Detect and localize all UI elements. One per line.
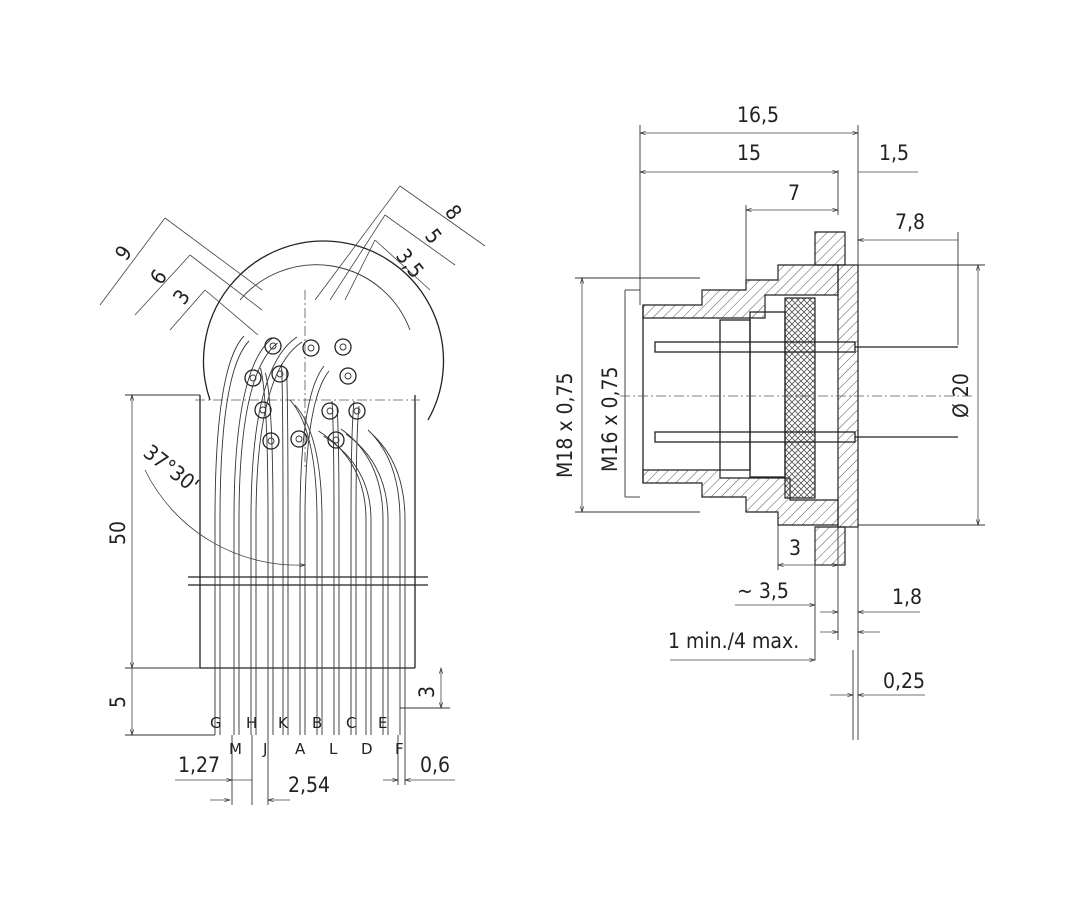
- dim-3-5-label: 3,5: [391, 244, 428, 282]
- housing-inner-arc: [239, 264, 411, 331]
- pin-letter-bottom: F: [395, 740, 404, 758]
- pin-lead: [250, 336, 303, 735]
- pin-letter-top: K: [278, 714, 289, 732]
- side-view: 16,5 15 1,5 7 7,8 M18 x 0,75: [553, 103, 985, 740]
- housing-outline: [202, 240, 445, 421]
- pin-letter-bottom: D: [361, 740, 373, 758]
- dim-0-6-label: 0,6: [420, 753, 450, 777]
- contact-hole: [254, 401, 272, 419]
- front-view: 9 6 3 8 5 3,5 37°30' 50 5 3 1,27 2,54 0,…: [99, 185, 486, 805]
- dim-1-5-label: 1,5: [879, 141, 909, 165]
- contact-hole: [348, 402, 366, 420]
- dim-3-label: 3: [168, 285, 195, 309]
- pin-letter-bottom: M: [229, 740, 242, 758]
- dim-3-side-label: 3: [789, 536, 801, 560]
- pin-lead: [281, 363, 289, 735]
- panel-top: [814, 231, 846, 266]
- pin-letter-bottom: L: [329, 740, 338, 758]
- dim-16-5-label: 16,5: [737, 103, 779, 127]
- contact-hole: [334, 338, 352, 356]
- contact-holes: [244, 337, 366, 450]
- contact-hole: [302, 339, 320, 357]
- dim-approx-3-5-label: ~ 3,5: [737, 579, 789, 603]
- pin-leads: [214, 335, 406, 735]
- pin-lead: [318, 430, 372, 735]
- pin-letter-top: C: [346, 714, 356, 732]
- inner-block-2: [749, 311, 786, 478]
- contact-hole: [271, 365, 289, 383]
- pin-letter-bottom: J: [262, 740, 267, 758]
- contact-hole: [264, 337, 282, 355]
- dim-5-label: 5: [420, 224, 446, 248]
- dim-2-54-label: 2,54: [288, 773, 330, 797]
- dim-50-label: 50: [106, 521, 130, 545]
- contact-hole: [262, 432, 280, 450]
- pin-lead: [260, 367, 274, 735]
- contact-hole: [327, 431, 345, 449]
- angle-arc: [144, 469, 305, 565]
- dim-5-bottom-label: 5: [106, 696, 130, 708]
- pin-lead: [289, 399, 323, 735]
- dim-15-label: 15: [737, 141, 761, 165]
- dim-1-27-label: 1,27: [178, 753, 220, 777]
- pin-lead: [299, 365, 330, 735]
- dim-7-8-label: 7,8: [895, 210, 925, 234]
- pin-lead: [214, 335, 250, 735]
- dim-1-8-label: 1,8: [892, 585, 922, 609]
- panel-bottom: [814, 526, 846, 566]
- pin-letter-top: B: [312, 714, 322, 732]
- pin-lead: [367, 429, 406, 735]
- dim-0-25-label: 0,25: [883, 669, 925, 693]
- pin-upper: [654, 341, 856, 353]
- contact-hole: [244, 369, 262, 387]
- pin-lead: [350, 400, 360, 735]
- angle-label: 37°30': [139, 440, 203, 498]
- pin-letter-bottom: A: [295, 740, 306, 758]
- dim-6-label: 6: [145, 265, 172, 289]
- dim-8-label: 8: [440, 200, 466, 224]
- contact-hole: [339, 367, 357, 385]
- diameter-20-label: Ø 20: [949, 373, 973, 418]
- pin-lead: [340, 428, 389, 735]
- outer-sleeve-top: [642, 264, 839, 319]
- pin-letter-top: G: [210, 714, 222, 732]
- angled-dims-left: [99, 217, 263, 336]
- contact-insert: [784, 297, 816, 499]
- pin-letter-top: H: [246, 714, 257, 732]
- angled-dims-right: [314, 185, 486, 301]
- dim-1min-4max-label: 1 min./4 max.: [668, 629, 799, 653]
- thread-m16-label: M16 x 0,75: [598, 366, 622, 472]
- pin-lead: [331, 400, 340, 735]
- thread-m18-label: M18 x 0,75: [553, 372, 577, 478]
- dim-3-right-label: 3: [415, 686, 439, 698]
- pin-lower: [654, 431, 856, 443]
- contact-hole: [321, 402, 339, 420]
- pin-letter-top: E: [378, 714, 387, 732]
- dim-7-label: 7: [788, 181, 800, 205]
- contact-hole: [290, 430, 308, 448]
